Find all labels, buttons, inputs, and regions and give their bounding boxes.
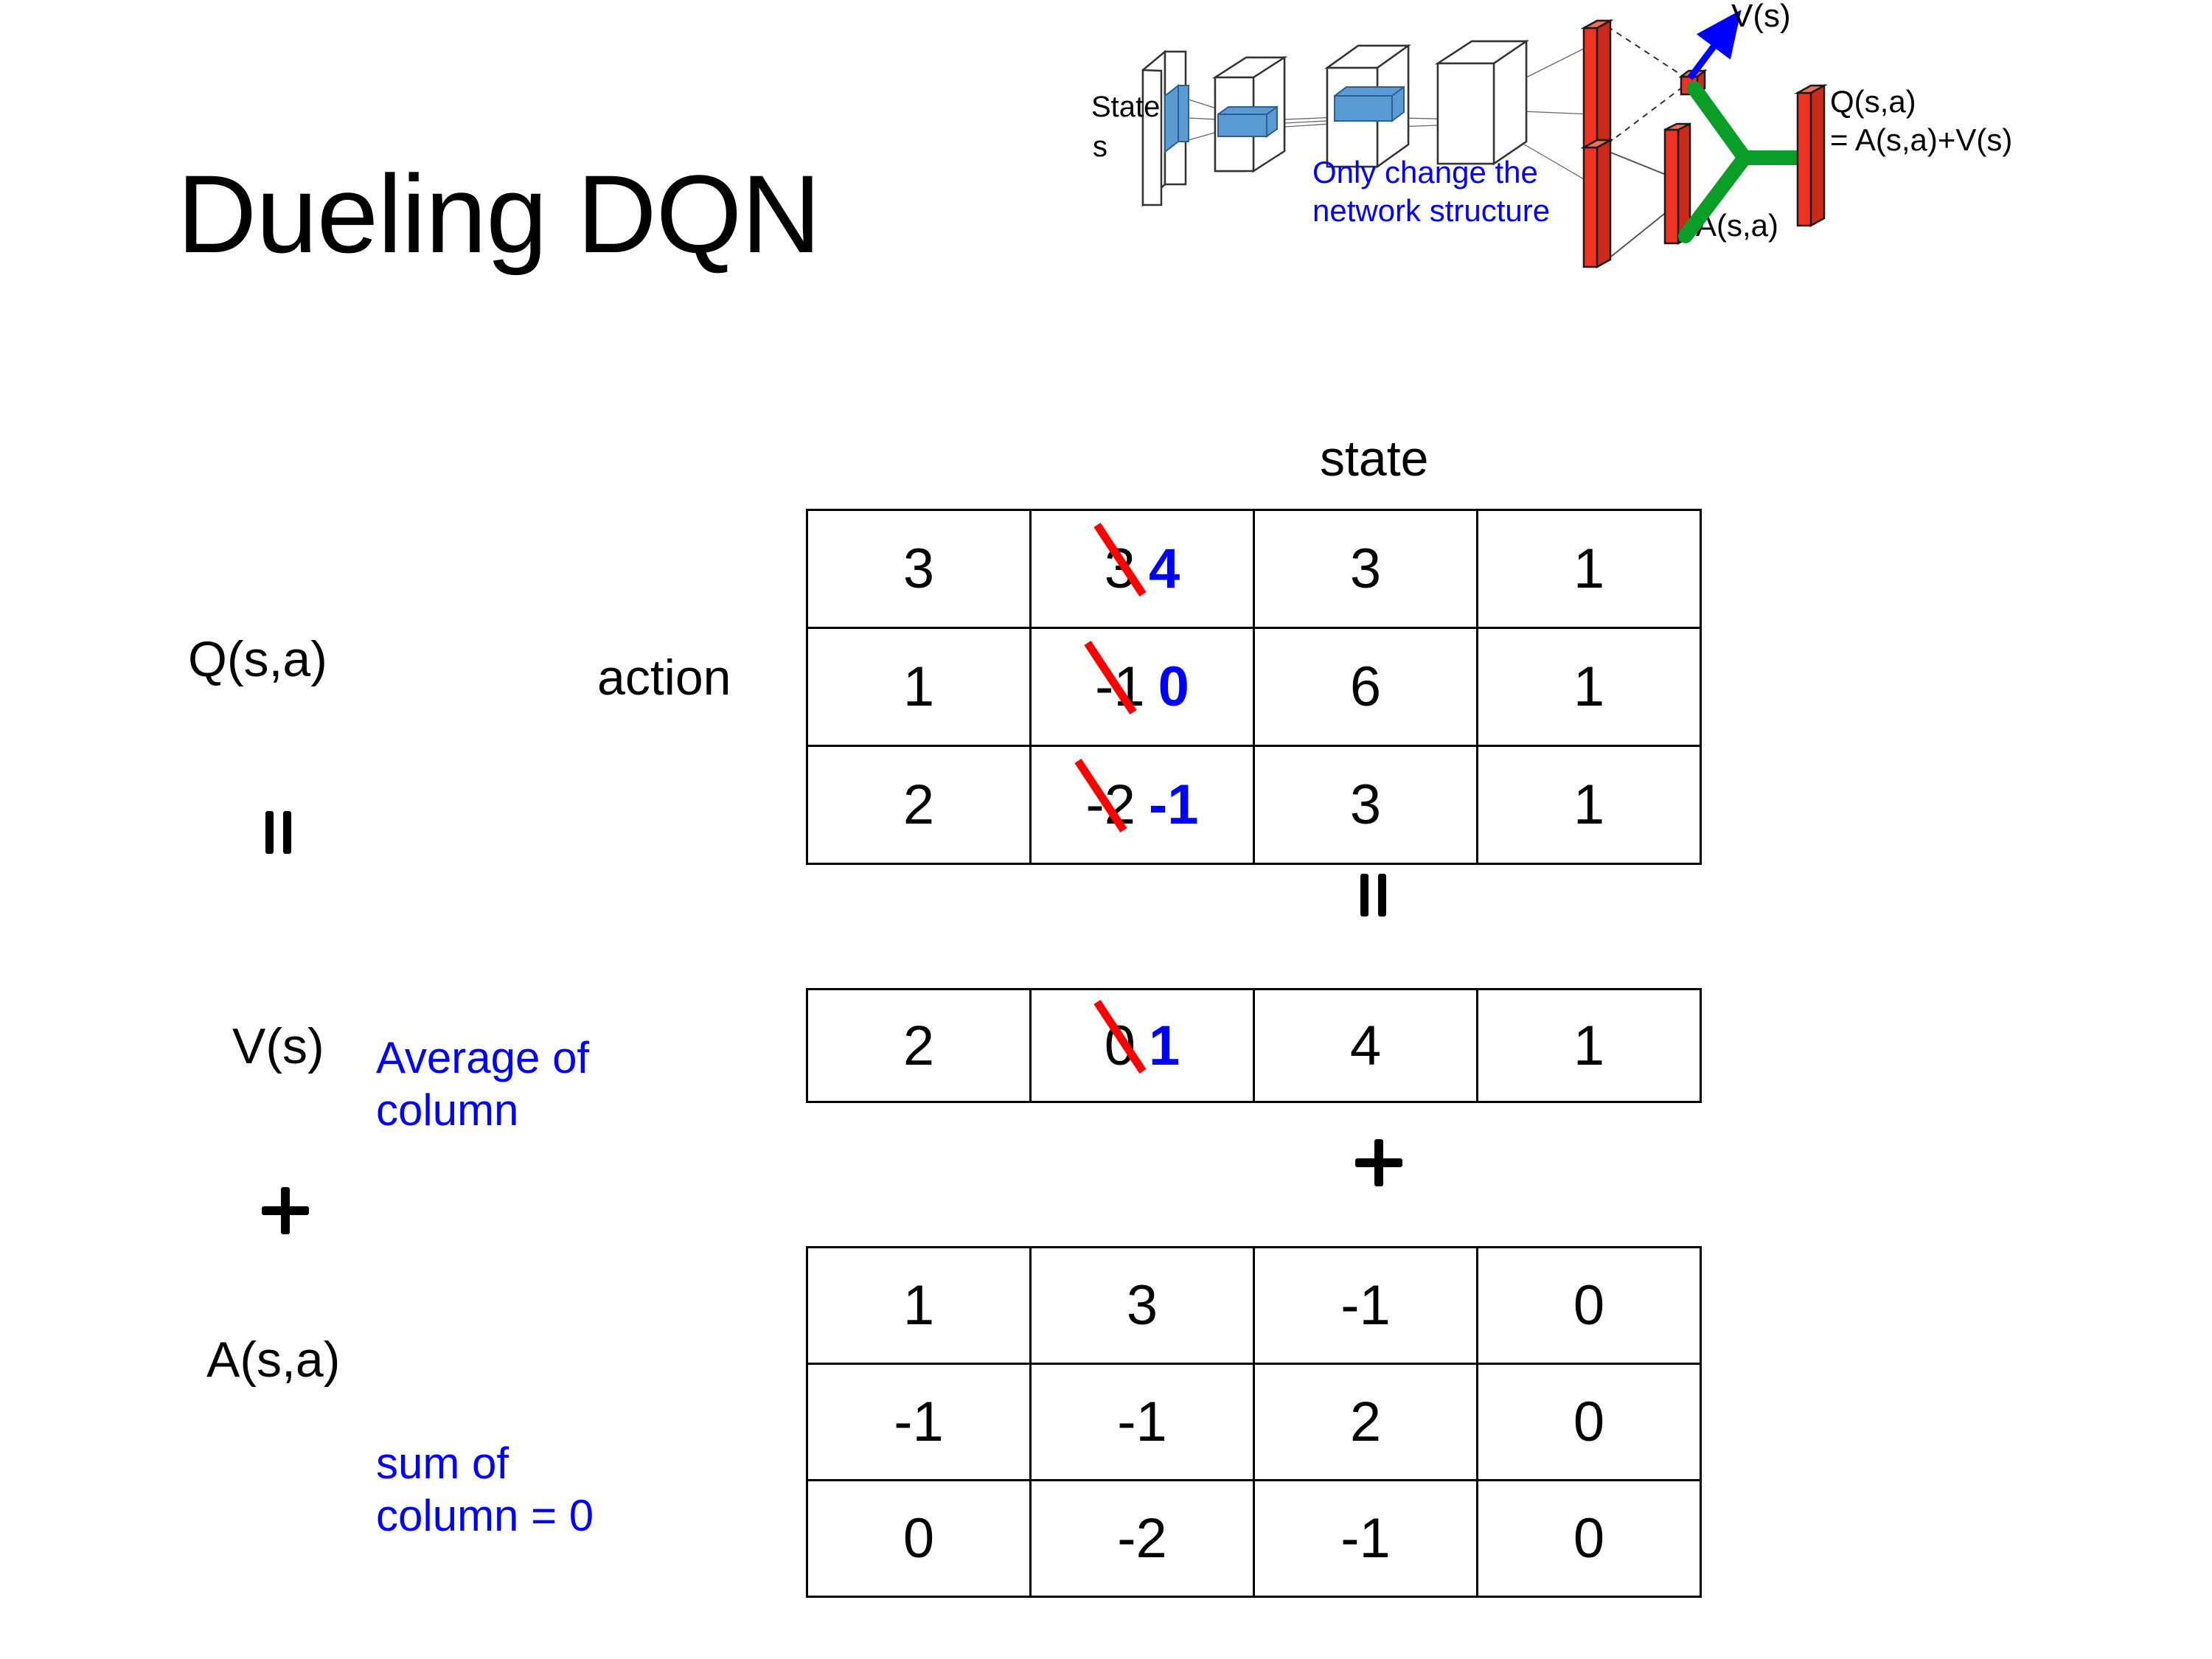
table-row: -1 -1 2 0 (806, 1363, 1702, 1481)
diagram-output-label-line1: Q(s,a) (1830, 84, 1916, 119)
cell-value: 2 (902, 1014, 935, 1077)
plus-sign-left (262, 1187, 309, 1234)
struck-value: -2 (1074, 758, 1135, 837)
table-cell: 3 (806, 509, 1032, 629)
strikethrough-icon (1084, 640, 1137, 715)
cell-value: 1 (1573, 773, 1605, 836)
table-row: 2 -2-1 3 1 (806, 745, 1702, 865)
sum-of-column-note: sum of column = 0 (376, 1438, 594, 1543)
diagram-note-line1: Only change the (1312, 155, 1538, 189)
table-cell: 2 (806, 745, 1032, 865)
table-cell: -1 (806, 1363, 1032, 1481)
average-note-line2: column (376, 1085, 519, 1135)
page-title: Dueling DQN (177, 152, 821, 276)
equals-sign-center (1360, 874, 1394, 917)
table-cell: 2 (806, 988, 1032, 1103)
table-cell: -1 (1253, 1479, 1478, 1598)
diagram-note-line2: network structure (1312, 193, 1550, 228)
table-cell: 1 (1476, 745, 1702, 865)
strikethrough-icon (1093, 999, 1147, 1074)
network-architecture-diagram: V(s) A(s,a) Q(s,a) = A(s,a)+V(s) (1091, 0, 2212, 413)
cell-value: 4 (1349, 1014, 1382, 1077)
corrected-value: -1 (1149, 773, 1199, 836)
table-cell: -1 (1253, 1246, 1478, 1365)
table-cell: 2 (1253, 1363, 1478, 1481)
table-row: 1 3 -1 0 (806, 1246, 1702, 1365)
table-cell: 0 (1476, 1479, 1702, 1598)
cell-value: 1 (902, 655, 935, 718)
cell-value: 2 (902, 773, 935, 836)
cell-value: 0 (1573, 1274, 1605, 1337)
sum-note-line1: sum of (376, 1439, 509, 1488)
struck-value: -1 (1084, 640, 1145, 719)
corrected-value: 4 (1149, 538, 1180, 600)
plus-sign-center (1355, 1139, 1402, 1186)
cell-value: 1 (902, 1274, 935, 1337)
table-cell: 3 (1253, 509, 1478, 629)
strikethrough-icon (1093, 522, 1147, 597)
corrected-value: 1 (1149, 1014, 1180, 1077)
struck-value: 3 (1093, 522, 1147, 601)
diagram-input-label-line1: State (1091, 91, 1160, 123)
cell-value: 3 (1349, 773, 1382, 836)
cell-value: 1 (1573, 538, 1605, 600)
cell-value: 0 (1573, 1391, 1605, 1453)
cell-value: -1 (894, 1391, 944, 1453)
table-cell: 3 (1253, 745, 1478, 865)
diagram-output-label-line2: = A(s,a)+V(s) (1830, 122, 2012, 157)
table-cell: 0 (1476, 1363, 1702, 1481)
table-cell: 3 (1029, 1246, 1255, 1365)
cell-value: -1 (1340, 1507, 1391, 1570)
cell-value: -1 (1340, 1274, 1391, 1337)
cell-value: -2 (1117, 1507, 1167, 1570)
table-row: 0 -2 -1 0 (806, 1479, 1702, 1598)
cell-value: 3 (1126, 1274, 1158, 1337)
action-axis-label: action (597, 650, 731, 706)
cell-value: 2 (1349, 1391, 1382, 1453)
table-cell: 1 (806, 1246, 1032, 1365)
table-cell: 6 (1253, 627, 1478, 747)
average-of-column-note: Average of column (376, 1032, 589, 1137)
table-cell: 1 (806, 627, 1032, 747)
equals-sign-left (265, 811, 299, 854)
sum-note-line2: column = 0 (376, 1490, 594, 1540)
diagram-input-label-line2: s (1093, 131, 1107, 163)
table-cell: -1 (1029, 1363, 1255, 1481)
table-cell: 1 (1476, 509, 1702, 629)
diagram-value-label: V(s) (1731, 0, 1791, 34)
table-cell: 4 (1253, 988, 1478, 1103)
cell-value: 1 (1573, 1014, 1605, 1077)
table-cell: 1 (1476, 627, 1702, 747)
table-cell: 1 (1476, 988, 1702, 1103)
state-axis-label: state (1320, 431, 1429, 487)
table-cell: 0 (1476, 1246, 1702, 1365)
corrected-value: 0 (1158, 655, 1189, 718)
strikethrough-icon (1074, 758, 1128, 833)
v-table-label: V(s) (232, 1018, 324, 1074)
table-cell: 0 (806, 1479, 1032, 1598)
average-note-line1: Average of (376, 1033, 590, 1082)
q-table-label: Q(s,a) (188, 631, 327, 687)
cell-value: 1 (1573, 655, 1605, 718)
cell-value: 3 (902, 538, 935, 600)
cell-value: 0 (1573, 1507, 1605, 1570)
a-table-label: A(s,a) (206, 1332, 341, 1388)
cell-value: 0 (902, 1507, 935, 1570)
cell-value: 6 (1349, 655, 1382, 718)
struck-value: 0 (1093, 999, 1147, 1078)
table-cell: -2-1 (1029, 745, 1255, 865)
cell-value: -1 (1117, 1391, 1167, 1453)
cell-value: 3 (1349, 538, 1382, 600)
a-value-table: 1 3 -1 0 -1 -1 2 0 0 -2 -1 0 (806, 1246, 1702, 1598)
table-cell: -2 (1029, 1479, 1255, 1598)
